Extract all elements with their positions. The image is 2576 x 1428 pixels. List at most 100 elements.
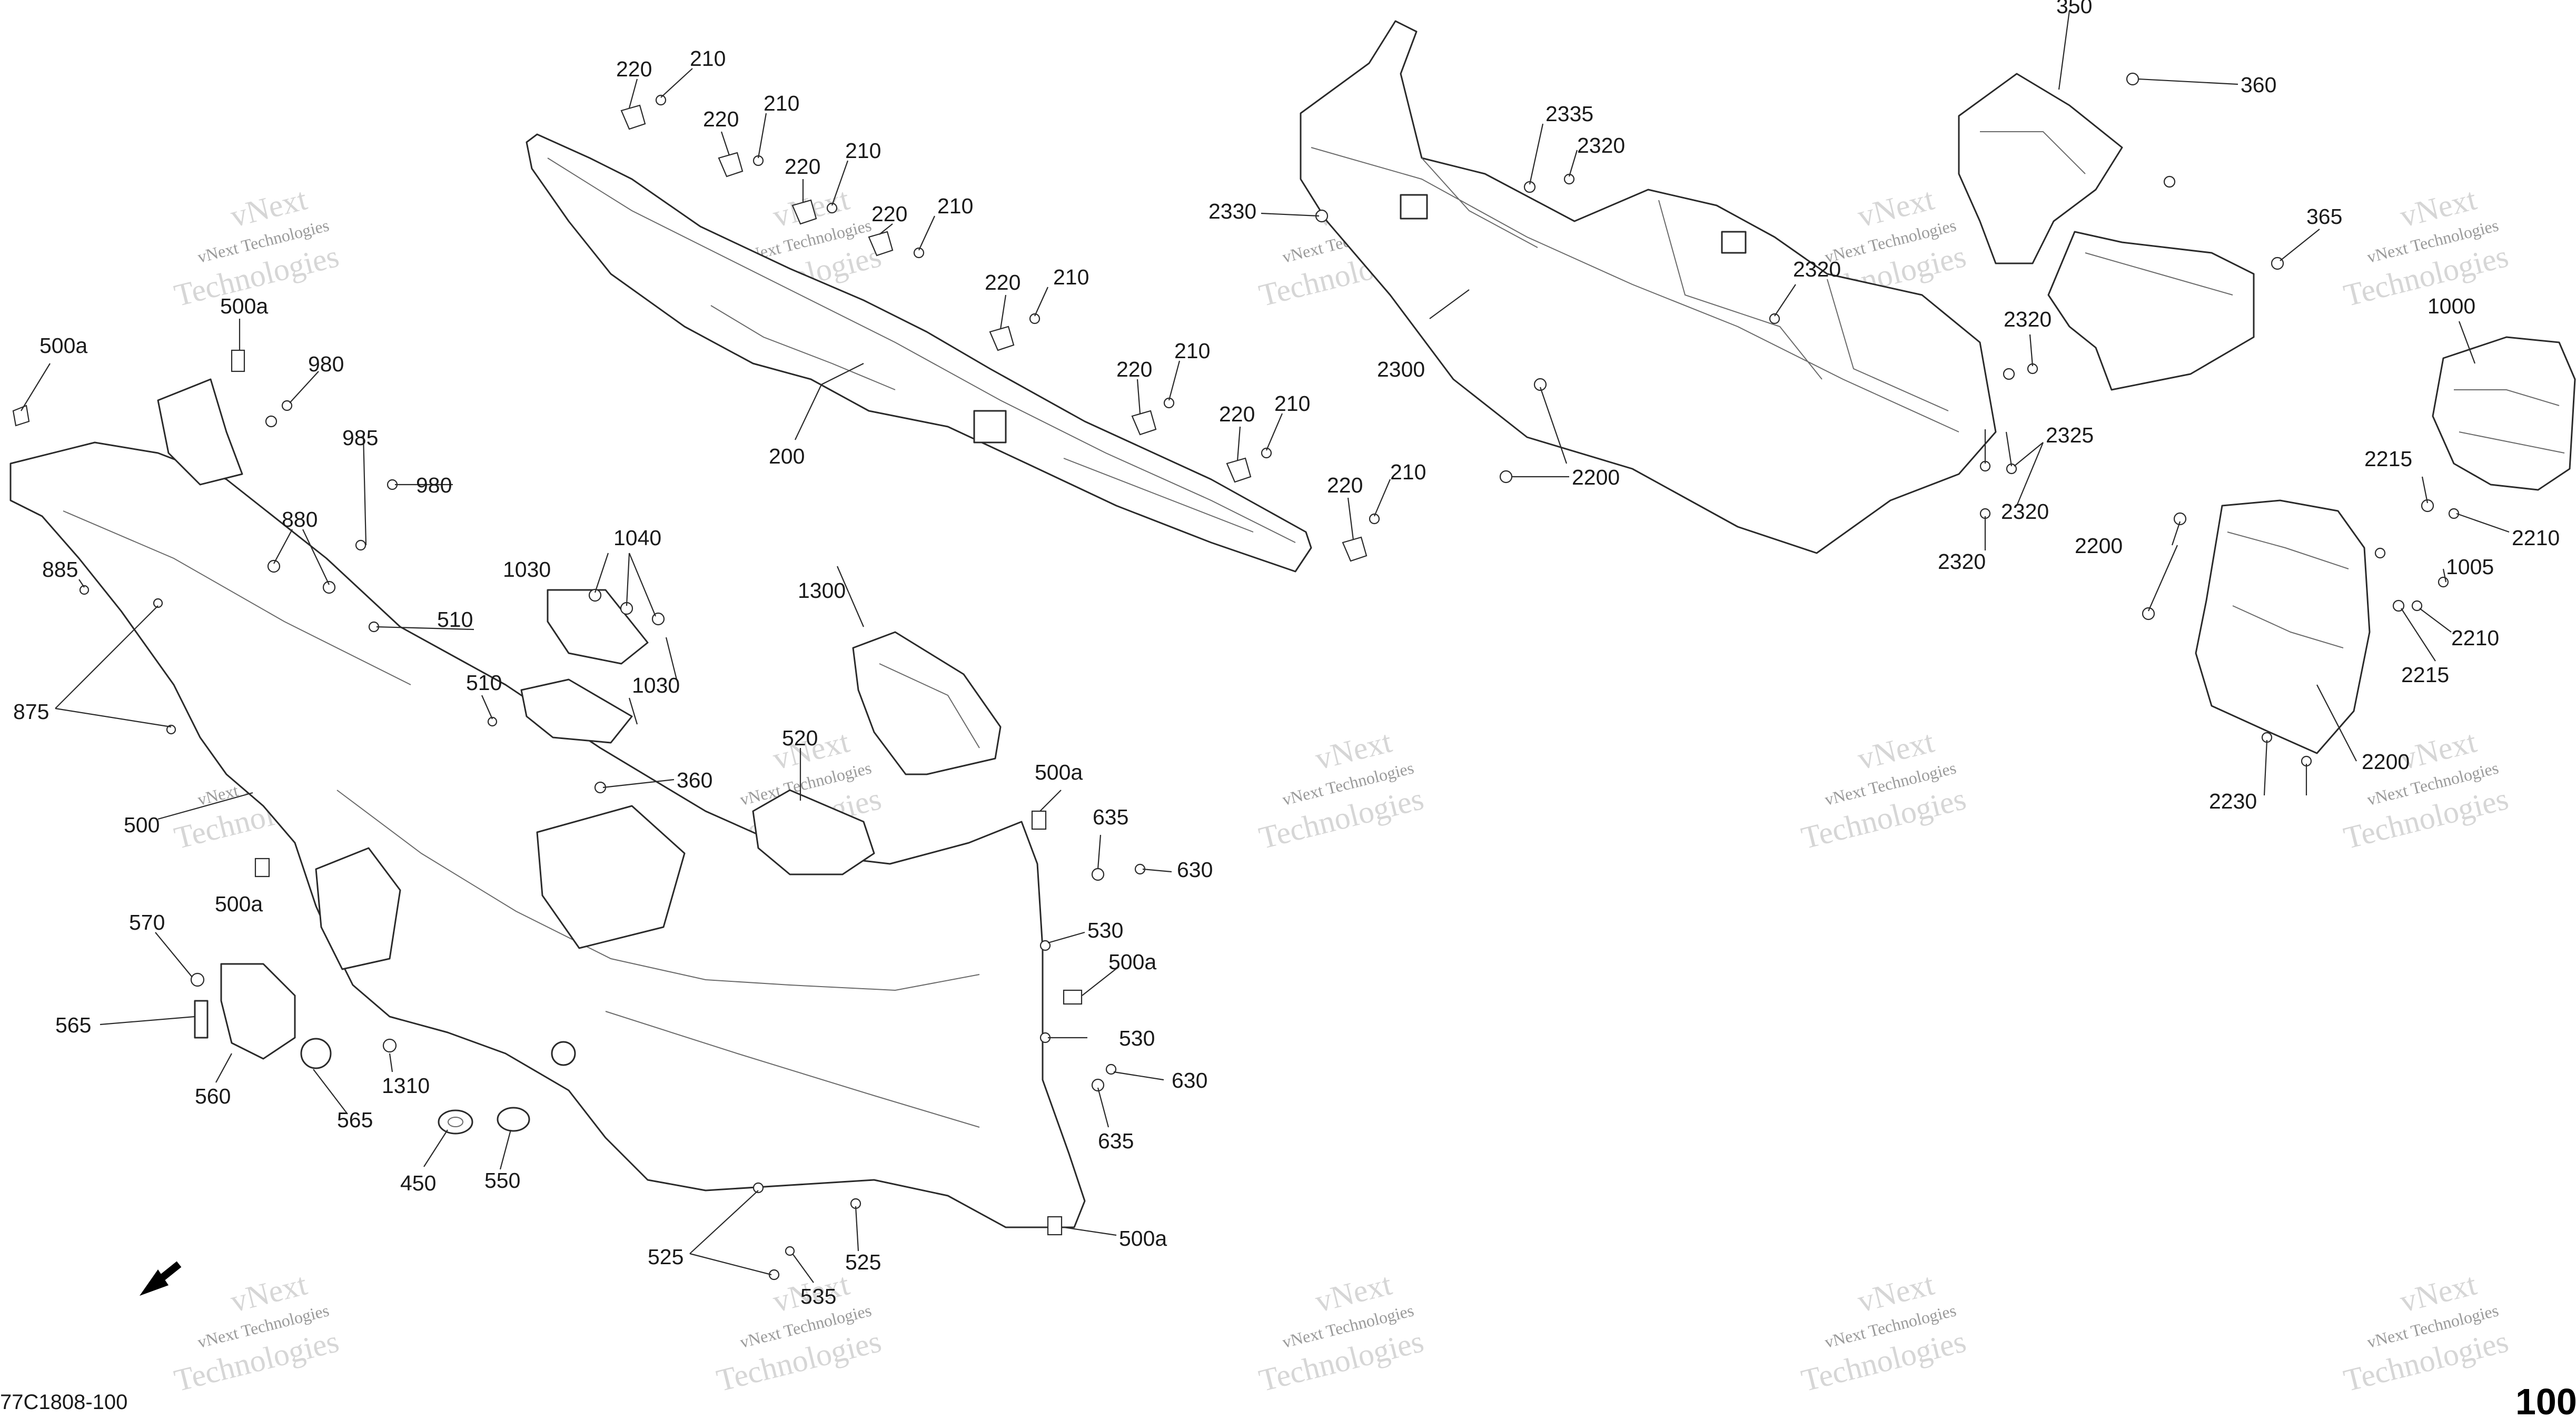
callout-1310: 1310	[382, 1074, 430, 1098]
callout-635: 635	[1098, 1129, 1134, 1153]
callout-220: 220	[703, 107, 739, 131]
callout-210: 210	[1174, 339, 1210, 363]
callout-450: 450	[400, 1171, 436, 1195]
callout-350: 350	[2056, 0, 2092, 18]
callout-2230: 2230	[2209, 789, 2257, 813]
callout-2325: 2325	[2046, 423, 2094, 447]
callout-630: 630	[1172, 1068, 1207, 1092]
watermark: vNext vNext Technologies Technologies	[171, 181, 342, 313]
callout-635: 635	[1093, 805, 1128, 829]
part-lower-right-bracket	[2195, 499, 2371, 754]
callout-2215: 2215	[2364, 447, 2412, 471]
callout-500a: 500a	[220, 294, 268, 318]
callout-510: 510	[437, 607, 473, 632]
part-350-side-panel	[1958, 73, 2255, 391]
part-500-main-panel	[9, 378, 1086, 1228]
callout-210: 210	[1390, 460, 1426, 484]
watermark: vNext vNext Technologies Technologies	[1255, 1266, 1427, 1398]
callout-500: 500	[124, 813, 160, 837]
part-520-vent	[752, 789, 875, 875]
callout-550: 550	[484, 1168, 520, 1193]
callout-220: 220	[785, 154, 820, 179]
callout-535: 535	[800, 1284, 836, 1308]
watermark: vNext vNext Technologies Technologies	[1255, 724, 1427, 855]
callout-220: 220	[1327, 473, 1363, 497]
callout-2200: 2200	[2075, 534, 2123, 558]
callout-500a: 500a	[1035, 760, 1083, 784]
part-1030-plates	[520, 589, 649, 744]
callout-2320: 2320	[2004, 307, 2052, 331]
callout-2335: 2335	[1545, 102, 1593, 126]
callout-630: 630	[1177, 858, 1213, 882]
callout-210: 210	[1053, 265, 1089, 289]
callout-labels: 220 210 220 210 220 210 220 210 220 210 …	[13, 0, 2560, 1308]
callout-500a: 500a	[215, 892, 263, 916]
callout-2320: 2320	[1577, 133, 1625, 157]
callout-2215: 2215	[2401, 663, 2449, 687]
callout-985: 985	[342, 426, 378, 450]
callout-2210: 2210	[2451, 626, 2499, 650]
watermark: vNext vNext Technologies Technologies	[1798, 724, 1969, 855]
callout-210: 210	[764, 91, 799, 115]
watermark: vNext vNext Technologies Technologies	[1798, 1266, 1969, 1398]
part-1000-cover	[2432, 336, 2576, 491]
callout-530: 530	[1119, 1026, 1155, 1050]
callout-360: 360	[2241, 73, 2276, 97]
watermark: vNext vNext Technologies Technologies	[171, 1266, 342, 1398]
callout-210: 210	[1274, 391, 1310, 416]
callout-885: 885	[42, 557, 78, 582]
callout-220: 220	[985, 270, 1021, 294]
callout-560: 560	[195, 1084, 231, 1108]
callout-200: 200	[769, 444, 805, 468]
callout-2200: 2200	[2362, 750, 2410, 774]
watermark: vNext vNext Technologies Technologies	[2340, 181, 2512, 313]
callout-570: 570	[129, 910, 165, 934]
callout-565: 565	[337, 1108, 373, 1132]
callout-1005: 1005	[2446, 555, 2494, 579]
leader-lines	[21, 10, 2510, 1296]
callout-500a: 500a	[39, 333, 87, 358]
callout-2200: 2200	[1572, 465, 1620, 489]
watermark: vNext vNext Technologies Technologies	[713, 1266, 885, 1398]
callout-1040: 1040	[613, 526, 661, 550]
callout-510: 510	[466, 671, 502, 695]
callout-365: 365	[2306, 204, 2342, 229]
callout-210: 210	[937, 194, 973, 218]
callout-210: 210	[690, 46, 726, 71]
callout-220: 220	[871, 202, 907, 226]
callout-565: 565	[55, 1013, 91, 1037]
watermark: vNext vNext Technologies Technologies	[2340, 1266, 2512, 1398]
callout-1300: 1300	[798, 578, 846, 603]
part-560-assembly	[194, 963, 332, 1069]
callout-530: 530	[1087, 918, 1123, 942]
page-number: 100	[2515, 1381, 2576, 1422]
callout-1030: 1030	[632, 673, 680, 697]
callout-500a: 500a	[1108, 950, 1156, 974]
callout-360: 360	[677, 768, 712, 792]
part-550-plug	[497, 1107, 530, 1132]
callout-525: 525	[845, 1250, 881, 1274]
part-450-grommet	[438, 1109, 473, 1135]
callout-220: 220	[1219, 402, 1255, 426]
callout-525: 525	[648, 1245, 683, 1269]
callout-1030: 1030	[503, 557, 551, 582]
part-200-upper-rail	[526, 133, 1312, 573]
callout-880: 880	[282, 507, 318, 531]
callout-220: 220	[616, 57, 652, 81]
watermark: vNext vNext Technologies Technologies	[2340, 724, 2512, 855]
callout-500a: 500a	[1119, 1226, 1167, 1250]
callout-2320: 2320	[1793, 257, 1841, 281]
catalog-code: 77C1808-100	[0, 1391, 127, 1414]
callout-980: 980	[308, 352, 344, 376]
callout-2300: 2300	[1377, 357, 1425, 381]
callout-2320: 2320	[1938, 549, 1986, 574]
callout-980: 980	[416, 473, 452, 497]
callout-1000: 1000	[2428, 294, 2475, 318]
callout-2320: 2320	[2001, 499, 2049, 524]
callout-2330: 2330	[1208, 199, 1256, 223]
part-2300-upper-tub	[1300, 20, 1997, 554]
callout-520: 520	[782, 726, 818, 750]
callout-210: 210	[845, 139, 881, 163]
callout-220: 220	[1116, 357, 1152, 381]
